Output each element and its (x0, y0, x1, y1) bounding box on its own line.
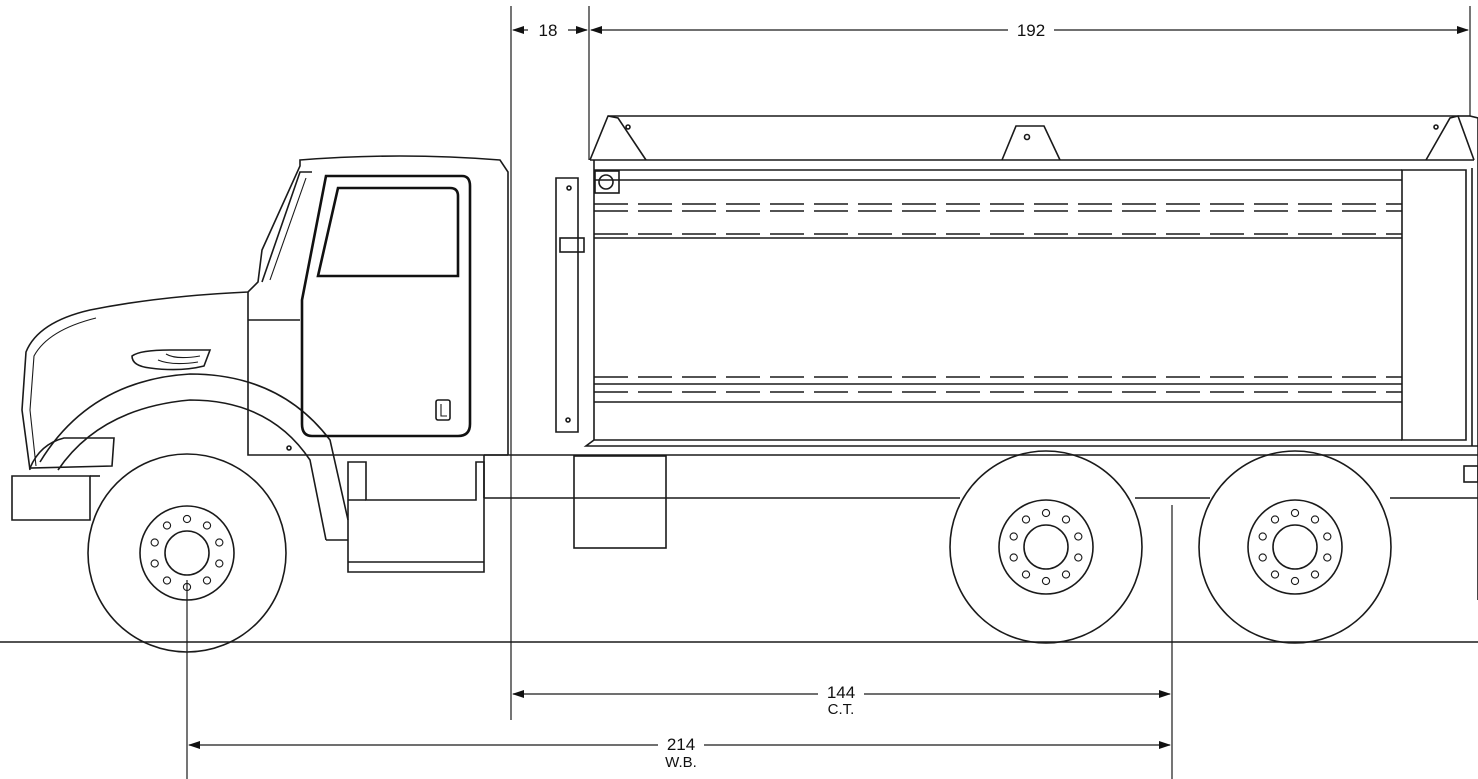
tailgate-post (1401, 169, 1467, 441)
fuel-tank-step (347, 461, 485, 573)
dimension-214-label: 214 (667, 735, 695, 754)
lug-nut (150, 559, 159, 568)
dimension-18: 18 (512, 21, 588, 40)
dump-body (555, 115, 1478, 600)
lug-nut (1021, 570, 1031, 579)
dimension-144-unit: C.T. (828, 701, 855, 718)
front-bumper (11, 475, 91, 521)
center-gusset (1001, 125, 1061, 161)
lug-nut (1041, 508, 1051, 518)
lug-nut (1290, 508, 1300, 518)
dimension-192-label: 192 (1017, 21, 1045, 40)
lug-nut (150, 538, 159, 547)
hood (21, 155, 509, 471)
headlight (28, 437, 115, 469)
dimension-214-wb: 214 W.B. (188, 735, 1171, 771)
lug-nut (162, 521, 172, 530)
dimension-144-label: 144 (827, 683, 855, 702)
lug-nut (1310, 570, 1320, 579)
chassis-frame (483, 454, 1478, 549)
lug-nut (1323, 553, 1332, 562)
dimension-214-unit: W.B. (665, 754, 697, 771)
rear-wheel-2-lugs (1258, 508, 1332, 586)
rear-wheel-1-lugs (1009, 508, 1083, 586)
lug-nut (215, 559, 224, 568)
lug-nut (1258, 553, 1267, 562)
lug-nut (1021, 515, 1031, 524)
lug-nut (1061, 515, 1071, 524)
lug-nut (1074, 553, 1083, 562)
lug-nut (162, 576, 172, 585)
lug-nut (1323, 532, 1332, 541)
lug-nut (1009, 553, 1018, 562)
rear-wheel-1 (949, 450, 1143, 644)
lug-nut (1258, 532, 1267, 541)
body-top-rail (589, 115, 1475, 161)
lug-nut (1310, 515, 1320, 524)
door-window (316, 186, 460, 278)
rear-wheel-2 (1198, 450, 1392, 644)
lug-nut (1009, 532, 1018, 541)
truck-cab (11, 155, 509, 573)
cab-door (300, 174, 472, 438)
dimension-192: 192 (590, 21, 1469, 40)
lug-nut (202, 521, 212, 530)
battery-box (573, 455, 667, 549)
lug-nut (1290, 576, 1300, 586)
hoist-arm (555, 177, 579, 433)
dimension-144-ct: 144 C.T. (512, 683, 1171, 718)
dimension-18-label: 18 (539, 21, 558, 40)
lug-nut (202, 576, 212, 585)
lug-nut (1041, 576, 1051, 586)
lug-nut (1270, 570, 1280, 579)
lug-nut (1074, 532, 1083, 541)
hood-vent (131, 349, 212, 371)
lug-nut (1270, 515, 1280, 524)
extension-lines (186, 6, 1471, 779)
door-handle (435, 399, 451, 421)
front-wheel-lugs (150, 514, 224, 592)
lug-nut (1061, 570, 1071, 579)
lug-nut (215, 538, 224, 547)
lug-nut (182, 514, 192, 524)
